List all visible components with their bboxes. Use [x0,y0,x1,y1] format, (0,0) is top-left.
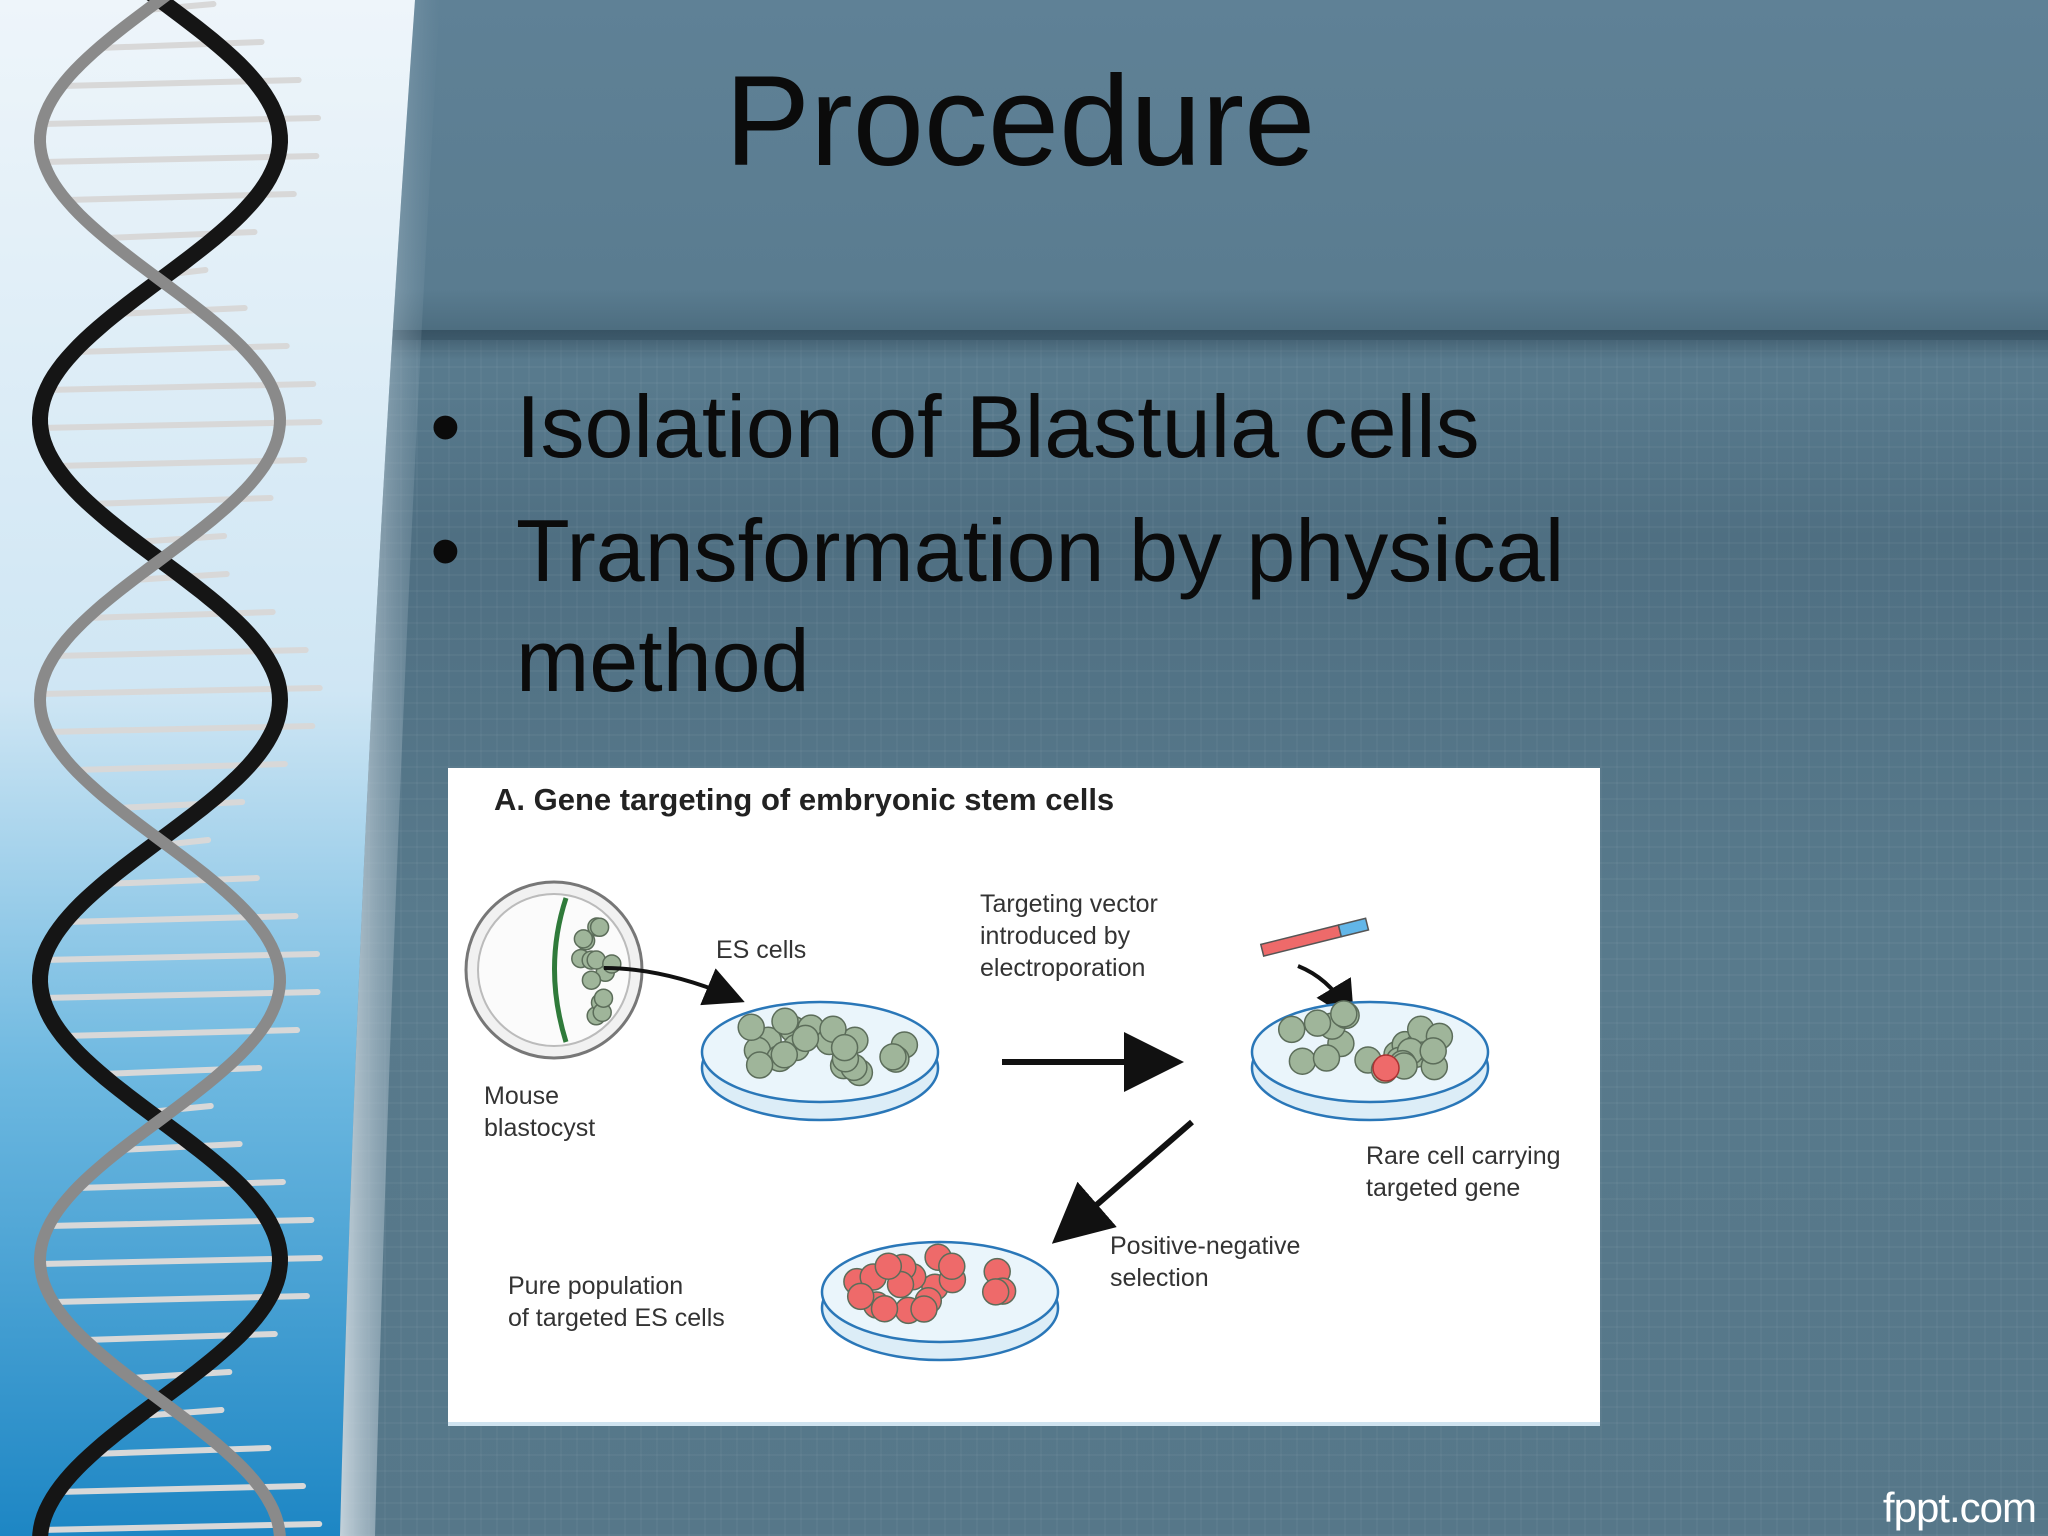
helix-strand-light [33,0,287,1536]
label-rare-cell-2: targeted gene [1366,1174,1520,1202]
helix-rung [114,799,246,811]
bullet-dot: • [430,501,461,600]
es-cell [1303,1009,1332,1037]
label-pure-population-2: of targeted ES cells [508,1304,725,1332]
label-targeting-vector-1: Targeting vector [980,890,1158,918]
es-cell [830,1033,859,1062]
icm-cell [581,970,602,990]
label-rare-cell-1: Rare cell carrying [1366,1142,1561,1170]
helix-rung [117,1141,243,1153]
es-cell [1330,1000,1358,1028]
es-cell [1419,1037,1447,1065]
figure-title: A. Gene targeting of embryonic stem cell… [494,782,1114,817]
icm-cell [573,929,594,949]
helix-rung [37,419,323,431]
targeted-cell [874,1252,903,1280]
es-cell [791,1024,820,1053]
blastocyst-drawing [464,880,644,1060]
gene-targeting-figure: A. Gene targeting of embryonic stem cell… [448,768,1600,1426]
dna-helix-graphic [0,0,440,1536]
es-cell [1277,1015,1306,1044]
panel-edge [340,0,440,1536]
label-es-cells: ES cells [716,936,806,964]
label-targeting-vector-2: introduced by [980,922,1131,950]
figure-diagram: A. Gene targeting of embryonic stem cell… [464,782,1561,1362]
es-cell [737,1013,765,1042]
helix-rung [88,1445,272,1457]
es-cell [1312,1044,1341,1072]
targeted-cell [846,1282,875,1311]
inner-cell-mass-cells [571,917,622,1026]
targeted-cell [981,1278,1010,1306]
bullet-item: • Isolation of Blastula cells [430,372,1660,482]
targeting-vector [1259,917,1370,957]
helix-rung [95,39,265,51]
helix-rung [112,305,248,317]
es-cell [879,1043,907,1071]
targeted-cell [938,1252,966,1281]
es-cell-cluster [737,1007,919,1087]
bullet-item: • Transformation by physical method [430,496,1660,716]
label-targeting-vector-3: electroporation [980,954,1145,982]
bullet-dot: • [430,377,461,476]
arrow-to-selection [1051,1119,1194,1244]
bullet-text: Isolation of Blastula cells [516,377,1480,476]
slide-title: Procedure [724,50,1316,193]
bullet-list: • Isolation of Blastula cells • Transforma… [430,372,1660,730]
arrow-to-es-cells [603,966,745,1006]
label-selection-2: selection [1110,1264,1209,1292]
dna-helix-panel [0,0,440,1536]
helix-rung [84,609,276,621]
helix-rung [39,989,321,1001]
helix-rung [100,875,260,887]
icm-cell [593,988,614,1008]
targeted-cell [870,1294,899,1323]
transfected-cell-cluster [1277,1000,1454,1084]
inner-cell-mass-outline [552,897,569,1043]
label-pure-population-1: Pure population [508,1272,683,1300]
bullet-text: Transformation by physical method [516,501,1565,710]
es-cell [745,1051,774,1079]
targeted-cell-cluster [843,1243,1017,1325]
label-selection-1: Positive-negative [1110,1232,1300,1260]
watermark-text: fppt.com [1882,1484,2037,1531]
label-mouse-blastocyst-1: Mouse [484,1082,559,1110]
dish-es-cells [700,1000,940,1122]
targeted-cell [910,1295,938,1323]
targeted-cell [1372,1054,1400,1082]
es-cell [770,1041,799,1069]
helix-strand-dark [31,0,289,1536]
es-cell [771,1007,799,1036]
icm-cell [589,917,610,938]
dish-targeted-cells [820,1240,1060,1362]
es-cell [1288,1047,1317,1075]
label-mouse-blastocyst-2: blastocyst [484,1114,595,1142]
helix-rung [70,343,290,355]
dish-electroporated [1250,1000,1490,1122]
helix-rung [127,1369,233,1381]
